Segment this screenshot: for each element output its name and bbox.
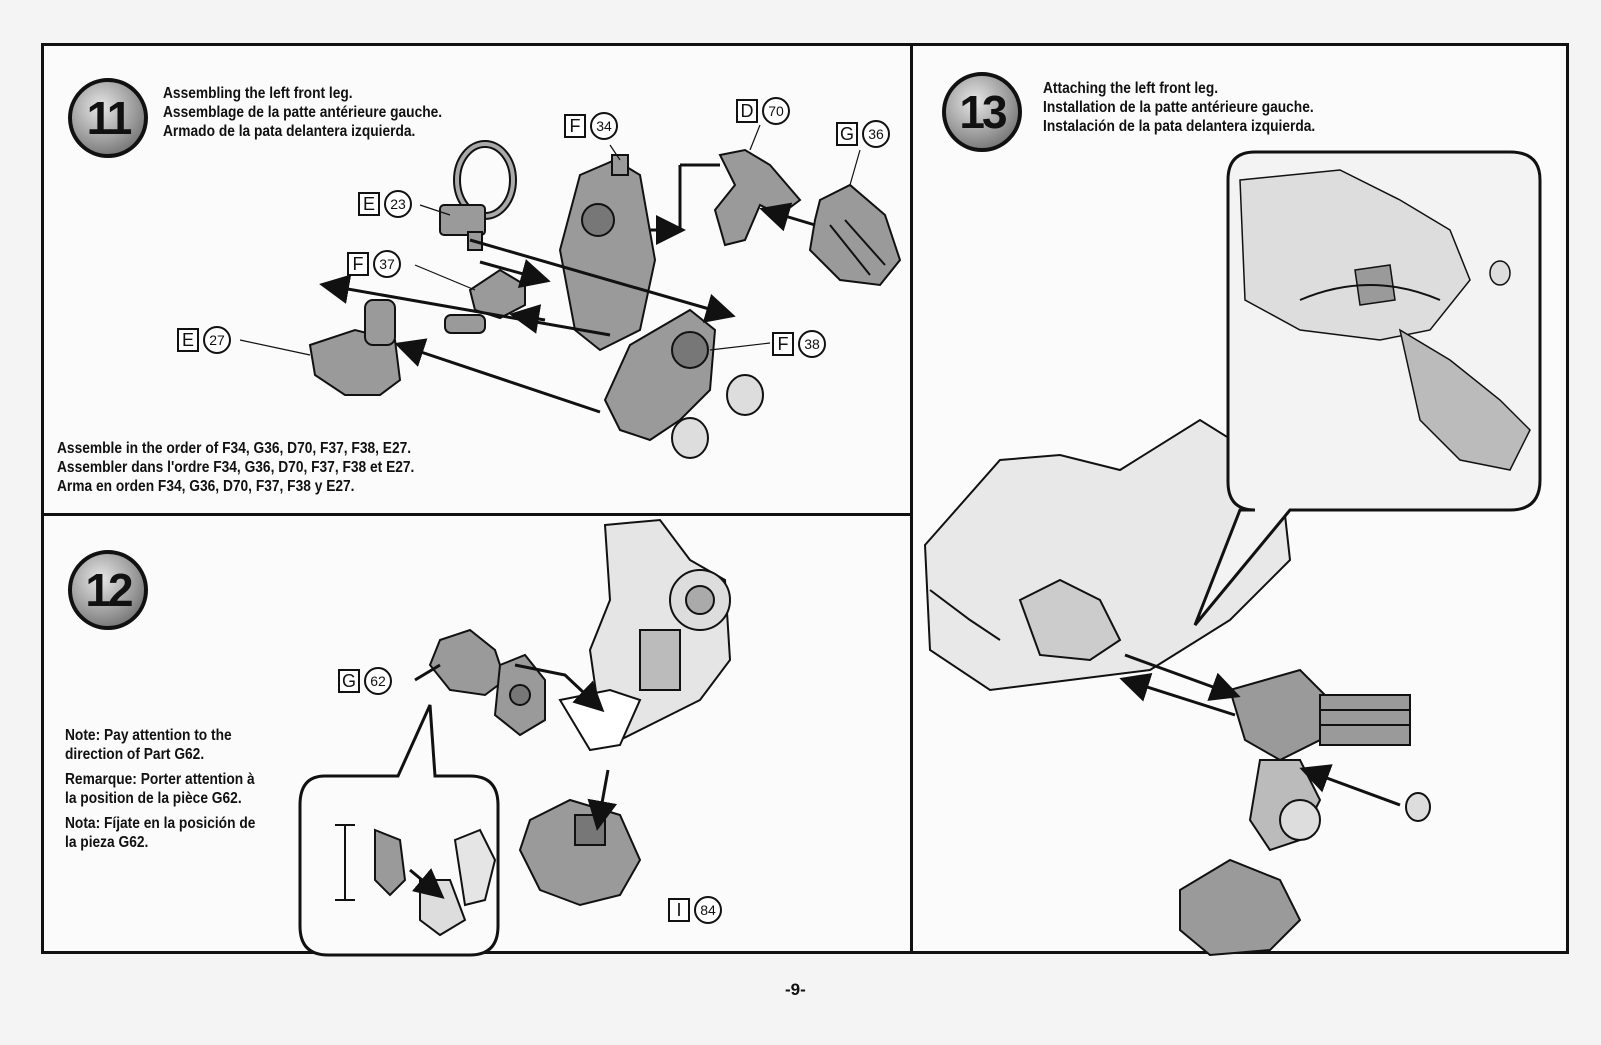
part-number: 84 — [694, 896, 722, 924]
part-label-g62: G 62 — [338, 667, 392, 695]
step-11-badge: 11 — [68, 78, 148, 158]
step-11-title-es: Armado de la pata delantera izquierda. — [163, 123, 416, 140]
step-12-badge: 12 — [68, 550, 148, 630]
part-label-g36: G 36 — [836, 120, 890, 148]
part-label-e27: E 27 — [177, 326, 231, 354]
step-11-title: Assembling the left front leg. Assemblag… — [163, 84, 442, 141]
step-12-note-en: Note: Pay attention to the direction of … — [65, 727, 232, 763]
part-letter: E — [358, 192, 380, 216]
step-11-instruction-en: Assemble in the order of F34, G36, D70, … — [57, 440, 412, 457]
part-number: 38 — [798, 330, 826, 358]
part-number: 27 — [203, 326, 231, 354]
step-13-title-es: Instalación de la pata delantera izquier… — [1043, 118, 1316, 135]
part-label-e23: E 23 — [358, 190, 412, 218]
part-label-f37: F 37 — [347, 250, 401, 278]
part-letter: D — [736, 99, 758, 123]
part-number: 23 — [384, 190, 412, 218]
part-number: 36 — [862, 120, 890, 148]
step-12-notes: Note: Pay attention to the direction of … — [65, 726, 263, 858]
step-13-title-fr: Installation de la patte antérieure gauc… — [1043, 99, 1314, 116]
panel-divider-horizontal — [41, 513, 912, 516]
step-13-title: Attaching the left front leg. Installati… — [1043, 79, 1315, 136]
part-label-i84: I 84 — [668, 896, 722, 924]
step-11-instruction-es: Arma en orden F34, G36, D70, F37, F38 y … — [57, 478, 355, 495]
step-11-title-en: Assembling the left front leg. — [163, 85, 353, 102]
part-label-f38: F 38 — [772, 330, 826, 358]
part-label-d70: D 70 — [736, 97, 790, 125]
part-number: 70 — [762, 97, 790, 125]
step-12-note-es: Nota: Fíjate en la posición de la pieza … — [65, 815, 256, 851]
panel-divider-vertical — [910, 43, 913, 954]
step12-drawing — [428, 518, 732, 907]
step13-drawing — [923, 418, 1431, 957]
step11-leader-lines — [239, 124, 861, 356]
step-12-note-fr: Remarque: Porter attention à la position… — [65, 771, 255, 807]
part-number: 62 — [364, 667, 392, 695]
part-letter: E — [177, 328, 199, 352]
step11-arrows — [319, 163, 816, 414]
part-letter: F — [564, 114, 586, 138]
part-number: 37 — [373, 250, 401, 278]
part-label-f34: F 34 — [564, 112, 618, 140]
step12-inset — [298, 704, 500, 957]
step-13-title-en: Attaching the left front leg. — [1043, 80, 1219, 97]
step-11-instruction-fr: Assembler dans l'ordre F34, G36, D70, F3… — [57, 459, 415, 476]
part-letter: F — [772, 332, 794, 356]
step13-arrows — [1119, 653, 1401, 807]
step12-arrows — [414, 663, 618, 831]
step-13-badge: 13 — [942, 72, 1022, 152]
step13-inset — [1193, 150, 1542, 626]
page-number: -9- — [785, 980, 806, 999]
part-letter: G — [836, 122, 858, 146]
part-letter: F — [347, 252, 369, 276]
part-letter: I — [668, 898, 690, 922]
step-11-instructions: Assemble in the order of F34, G36, D70, … — [57, 439, 414, 496]
step11-parts-drawing — [308, 140, 902, 459]
part-number: 34 — [590, 112, 618, 140]
part-letter: G — [338, 669, 360, 693]
step-11-title-fr: Assemblage de la patte antérieure gauche… — [163, 104, 443, 121]
